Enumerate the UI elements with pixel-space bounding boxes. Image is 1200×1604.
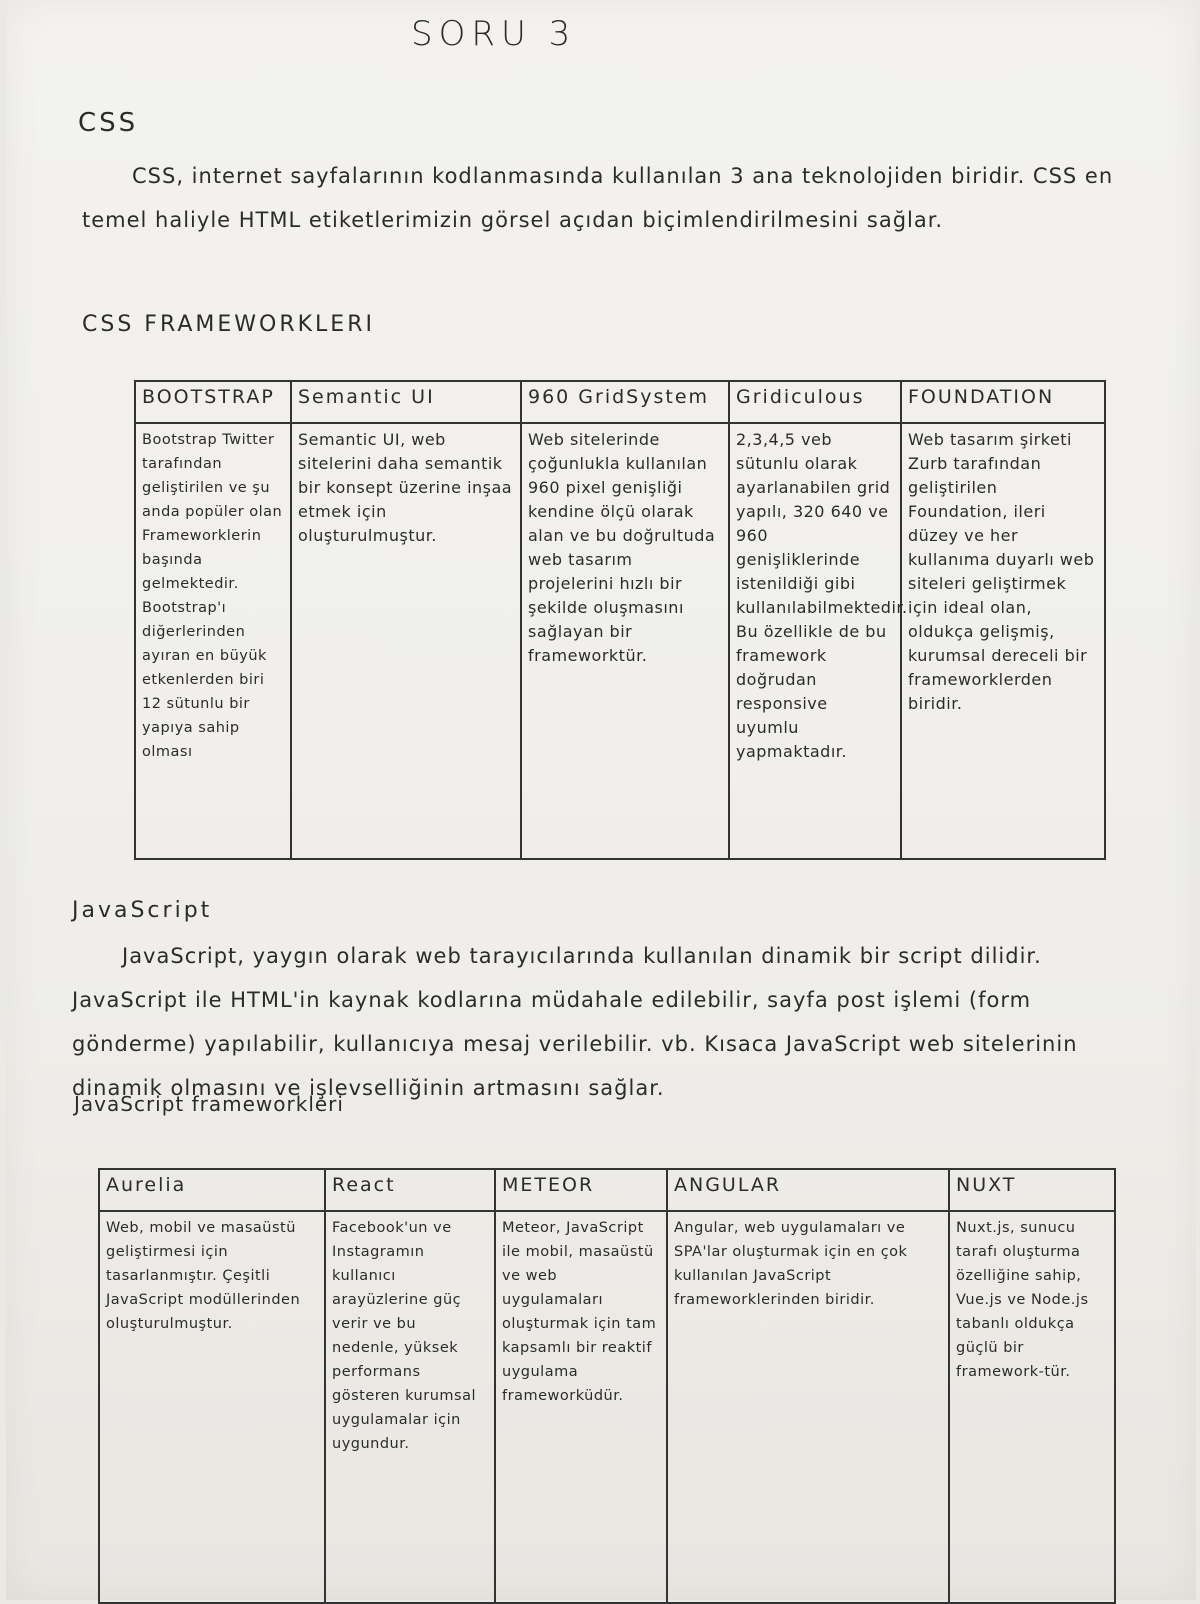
column-header: 960 GridSystem — [520, 380, 730, 424]
column-header: Gridiculous — [728, 380, 902, 424]
table-header-row: Aurelia React METEOR ANGULAR NUXT — [98, 1168, 1116, 1212]
column-header: NUXT — [948, 1168, 1116, 1212]
table-row: Web, mobil ve masaüstü geliştirmesi için… — [98, 1210, 1116, 1604]
notebook-page: SORU 3 CSS CSS, internet sayfalarının ko… — [6, 0, 1196, 1604]
table-cell: Web tasarım şirketi Zurb tarafından geli… — [900, 422, 1106, 860]
table-cell: Nuxt.js, sunucu tarafı oluşturma özelliğ… — [948, 1210, 1116, 1604]
js-frameworks-table: Aurelia React METEOR ANGULAR NUXT Web, m… — [98, 1168, 1116, 1604]
css-heading: CSS — [78, 108, 139, 138]
css-frameworks-heading: CSS FRAMEWORKLERI — [82, 312, 375, 337]
column-header: FOUNDATION — [900, 380, 1106, 424]
page-title: SORU 3 — [411, 14, 577, 54]
column-header: ANGULAR — [666, 1168, 950, 1212]
column-header: METEOR — [494, 1168, 668, 1212]
js-paragraph: JavaScript, yaygın olarak web tarayıcıla… — [72, 944, 1078, 1100]
column-header: Semantic UI — [290, 380, 522, 424]
table-header-row: BOOTSTRAP Semantic UI 960 GridSystem Gri… — [134, 380, 1106, 424]
css-frameworks-table: BOOTSTRAP Semantic UI 960 GridSystem Gri… — [134, 380, 1106, 860]
column-header: Aurelia — [98, 1168, 326, 1212]
css-paragraph: CSS, internet sayfalarının kodlanmasında… — [82, 164, 1114, 232]
table-cell: Bootstrap Twitter tarafından geliştirile… — [134, 422, 292, 860]
js-heading: JavaScript — [72, 898, 213, 923]
table-cell: 2,3,4,5 veb sütunlu olarak ayarlanabilen… — [728, 422, 907, 860]
table-row: Bootstrap Twitter tarafından geliştirile… — [134, 422, 1106, 860]
js-frameworks-heading: JavaScript frameworkleri — [74, 1092, 344, 1116]
column-header: React — [324, 1168, 496, 1212]
table-cell: Web sitelerinde çoğunlukla kullanılan 96… — [520, 422, 730, 860]
column-header: BOOTSTRAP — [134, 380, 292, 424]
table-cell: Semantic UI, web sitelerini daha semanti… — [290, 422, 522, 860]
table-cell: Facebook'un ve Instagramın kullanıcı ara… — [324, 1210, 496, 1604]
table-cell: Web, mobil ve masaüstü geliştirmesi için… — [98, 1210, 326, 1604]
table-cell: Angular, web uygulamaları ve SPA'lar olu… — [666, 1210, 950, 1604]
table-cell: Meteor, JavaScript ile mobil, masaüstü v… — [494, 1210, 668, 1604]
